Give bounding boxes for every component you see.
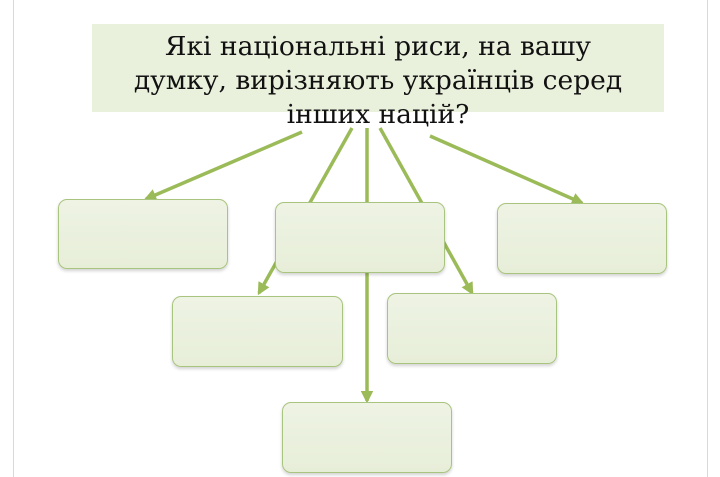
question-box (92, 24, 664, 112)
answer-box-top-right[interactable] (497, 203, 667, 274)
question-line-1: Які національні риси, на вашу (165, 31, 591, 62)
question-line-2: думку, вирізняють українців серед (133, 65, 623, 96)
question-title: Які національні риси, на вашу думку, вир… (92, 30, 664, 132)
answer-box-middle-left[interactable] (172, 296, 343, 367)
arrow-to-top-left-box (143, 130, 303, 201)
answer-box-top-left[interactable] (58, 199, 228, 269)
question-line-3: інших націй? (286, 99, 470, 130)
page-edge-line-right (707, 0, 708, 477)
arrow-to-top-right-box (429, 134, 585, 205)
page-edge-line-left (13, 0, 14, 477)
answer-box-middle-right[interactable] (387, 293, 557, 364)
answer-box-bottom-center[interactable] (282, 402, 452, 473)
answer-box-top-center[interactable] (275, 202, 445, 273)
